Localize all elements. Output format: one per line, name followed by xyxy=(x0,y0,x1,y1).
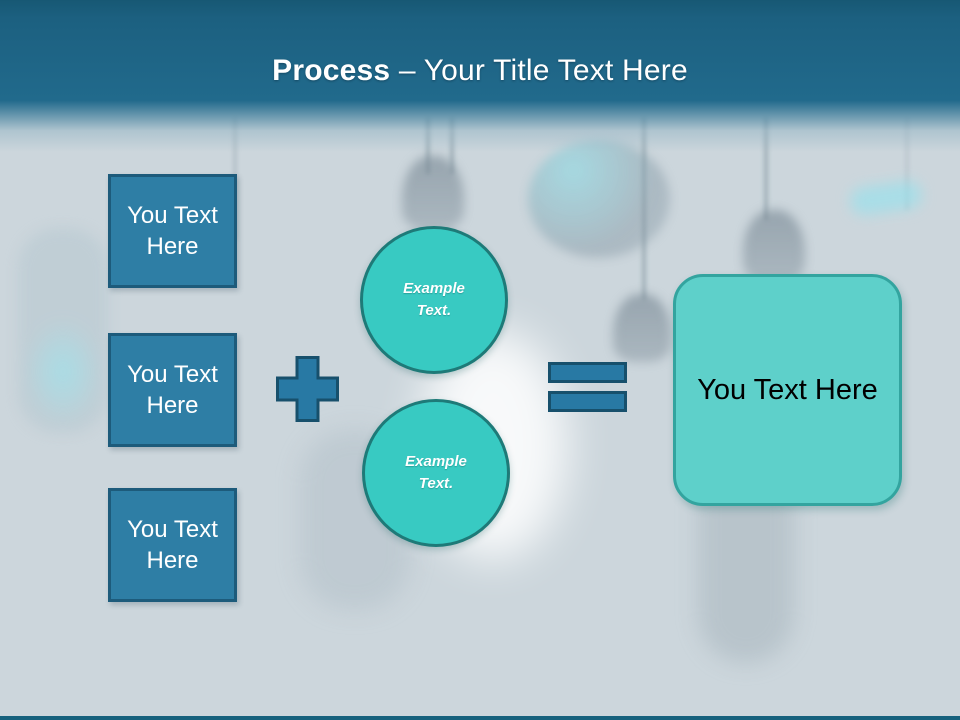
process-box-1[interactable]: You Text Here xyxy=(108,174,237,288)
example-circle-2[interactable]: Example Text. xyxy=(362,399,510,547)
example-circle-1[interactable]: Example Text. xyxy=(360,226,508,374)
process-box-label: You Text Here xyxy=(127,515,218,574)
bulb-socket xyxy=(613,294,671,362)
title-topic: Process xyxy=(272,54,391,87)
plus-icon[interactable] xyxy=(276,356,339,422)
process-box-label: You Text Here xyxy=(127,201,218,260)
equals-bar xyxy=(548,362,627,383)
result-label: You Text Here xyxy=(697,373,878,406)
equals-icon[interactable] xyxy=(548,362,627,412)
process-box-2[interactable]: You Text Here xyxy=(108,333,237,447)
result-box[interactable]: You Text Here xyxy=(673,274,902,506)
process-box-label: You Text Here xyxy=(127,360,218,419)
bulb-filament-glow xyxy=(18,228,108,433)
title-placeholder: – Your Title Text Here xyxy=(390,54,688,87)
equals-bar xyxy=(548,391,627,412)
title-bar: Process – Your Title Text Here xyxy=(0,0,960,152)
bulb-globe xyxy=(528,140,670,258)
bottom-accent-bar xyxy=(0,716,960,720)
bulb-glow-cyan xyxy=(848,179,924,217)
circle-label: Example Text. xyxy=(405,452,467,493)
process-box-3[interactable]: You Text Here xyxy=(108,488,237,602)
bulb-socket xyxy=(402,156,464,230)
circle-label: Example Text. xyxy=(403,279,465,320)
bulb-socket xyxy=(743,210,805,282)
slide-title[interactable]: Process – Your Title Text Here xyxy=(0,54,960,88)
